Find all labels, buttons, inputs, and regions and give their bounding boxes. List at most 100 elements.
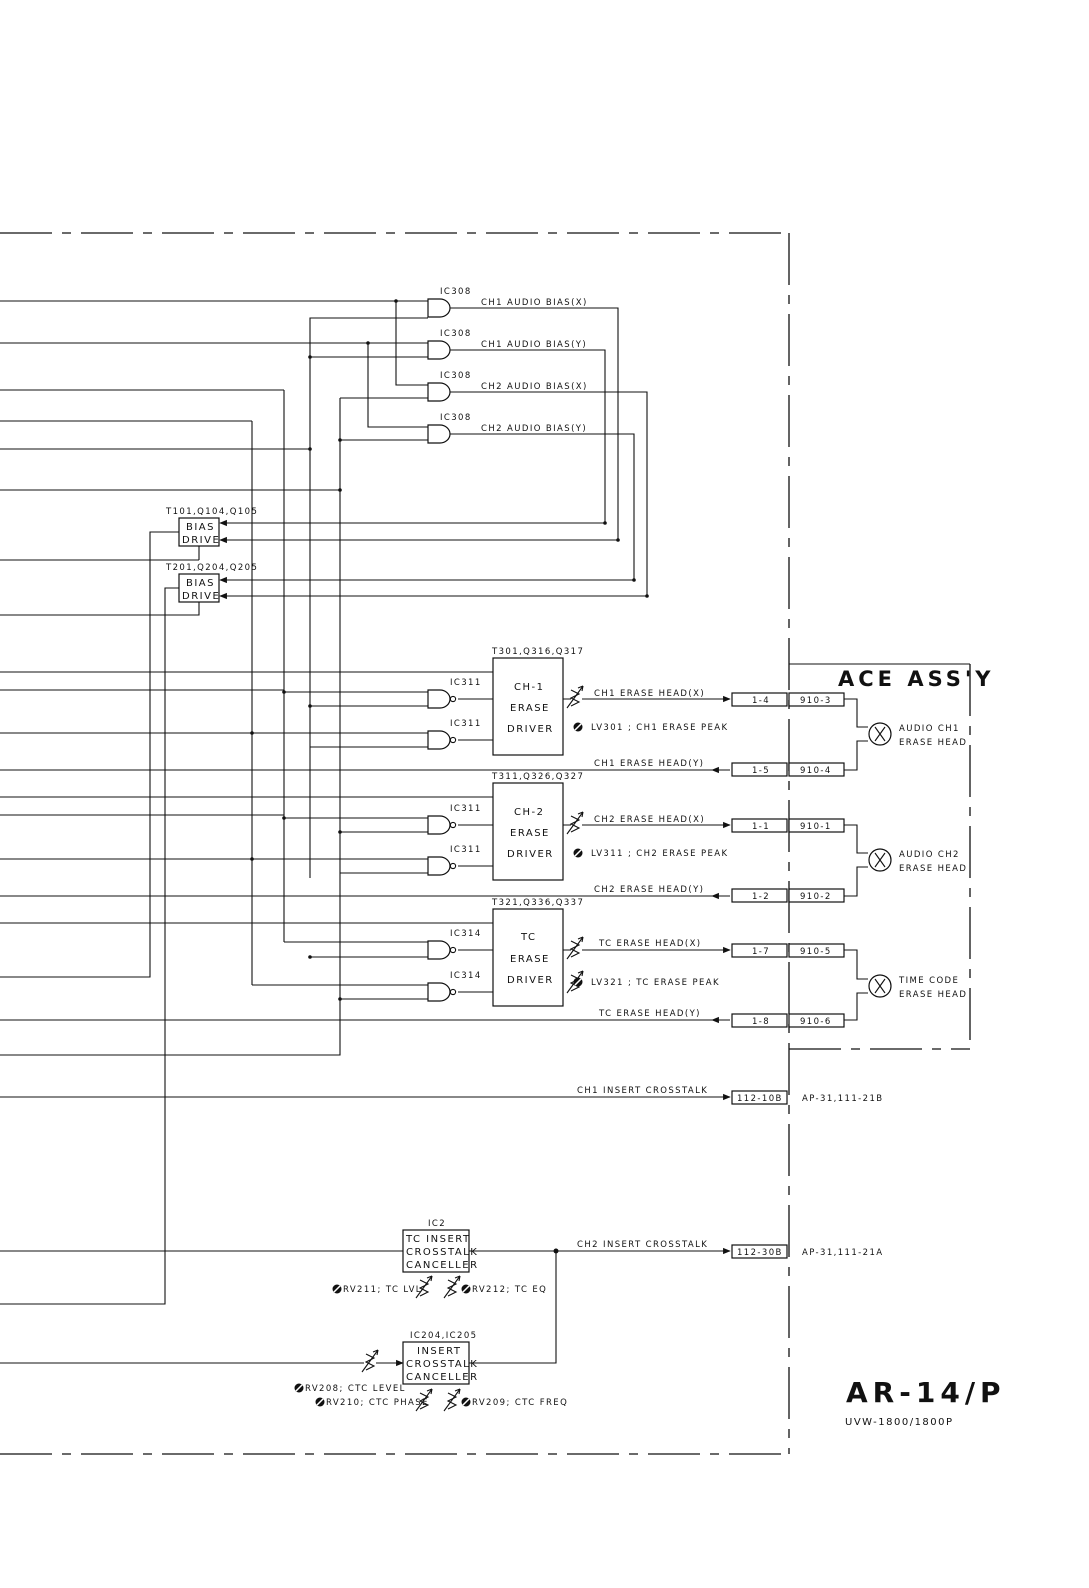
bias-drive-2-line1: BIAS [186, 578, 215, 589]
rv208-label: RV208; CTC LEVEL [305, 1384, 406, 1394]
erase-driver-ch2: T311,Q326,Q327 CH-2 ERASE DRIVER CH2 ERA… [491, 772, 730, 900]
ch2-crosstalk-label: CH2 INSERT CROSSTALK [577, 1240, 708, 1250]
conn-tc-y: 1-8 [752, 1017, 770, 1027]
erase-driver-ch1: T301,Q316,Q317 CH-1 ERASE DRIVER CH1 ERA… [491, 647, 730, 774]
insert-canceller-line3: CANCELLER [406, 1372, 479, 1383]
erase-driver-tc-line1: TC [520, 932, 537, 943]
ace-ch1-x: 910-3 [800, 696, 832, 706]
erase-driver-ch2-line2: ERASE [510, 828, 550, 839]
ace-tc-y: 910-6 [800, 1017, 832, 1027]
ic311-label-4: IC311 [450, 845, 482, 855]
erase-driver-ch1-line3: DRIVER [507, 724, 554, 735]
erase-driver-ch1-ref: T301,Q316,Q317 [491, 647, 584, 657]
ch1-crosstalk-conn: 112-10B [737, 1094, 783, 1104]
ic308-label-4: IC308 [440, 413, 472, 423]
tc-canceller-line1: TC INSERT [405, 1234, 471, 1245]
ch1-crosstalk-label: CH1 INSERT CROSSTALK [577, 1086, 708, 1096]
bias-wires [0, 299, 649, 600]
tc-head-x: TC ERASE HEAD(X) [598, 939, 702, 949]
erase-driver-tc-line2: ERASE [510, 954, 550, 965]
rv211-label: RV211; TC LVL [343, 1285, 422, 1295]
conn-ch1-x: 1-4 [752, 696, 770, 706]
bias-signal-1: CH1 AUDIO BIAS(X) [481, 298, 588, 308]
erase-driver-ch2-line1: CH-2 [514, 807, 544, 818]
time-code-erase-head-icon [868, 974, 892, 998]
ic204-205-label: IC204,IC205 [410, 1331, 477, 1341]
bias-drive-1: T101,Q104,Q105 BIAS DRIVE [0, 507, 258, 978]
ic308-gate-1 [427, 298, 451, 318]
ch2-head-label2: ERASE HEAD [899, 864, 967, 874]
ch2-head-x: CH2 ERASE HEAD(X) [594, 815, 705, 825]
erase-driver-tc-line3: DRIVER [507, 975, 554, 986]
board-title: AR-14/P [846, 1376, 1006, 1409]
erase-driver-ch1-line1: CH-1 [514, 682, 544, 693]
ic311-gates: IC311 IC311 IC311 IC311 IC314 IC314 [427, 678, 482, 1002]
tc-head-label1: TIME CODE [898, 976, 959, 986]
ic308-gate-3 [427, 382, 451, 402]
tc-adjust: LV321 ; TC ERASE PEAK [591, 978, 720, 988]
rv212-label: RV212; TC EQ [472, 1285, 547, 1295]
erase-gate-wiring [0, 390, 720, 1056]
insert-canceller-line2: CROSSTALK [406, 1359, 478, 1370]
bias-gates: IC308 IC308 IC308 IC308 CH1 AUDIO BIAS(X… [427, 287, 588, 444]
bias-drive-2-ref: T201,Q204,Q205 [165, 563, 258, 573]
ch1-head-label1: AUDIO CH1 [899, 724, 960, 734]
ace-tc-x: 910-5 [800, 947, 832, 957]
erase-driver-ch2-ref: T311,Q326,Q327 [491, 772, 584, 782]
ace-ch1-y: 910-4 [800, 766, 832, 776]
conn-ch2-x: 1-1 [752, 822, 770, 832]
model-number: UVW-1800/1800P [845, 1417, 954, 1428]
ic308-label-1: IC308 [440, 287, 472, 297]
ic308-label-2: IC308 [440, 329, 472, 339]
bias-signal-4: CH2 AUDIO BIAS(Y) [481, 424, 587, 434]
erase-driver-ch2-line3: DRIVER [507, 849, 554, 860]
bias-drive-2-line2: DRIVE [182, 591, 220, 602]
ic308-gate-2 [427, 340, 451, 360]
ace-ch2-y: 910-2 [800, 892, 832, 902]
ic311-label-1: IC311 [450, 678, 482, 688]
ic2-label: IC2 [428, 1219, 446, 1229]
ch2-crosstalk-conn: 112-30B [737, 1248, 783, 1258]
conn-tc-x: 1-7 [752, 947, 770, 957]
conn-ch2-y: 1-2 [752, 892, 770, 902]
erase-driver-ch1-line2: ERASE [510, 703, 550, 714]
tc-head-label2: ERASE HEAD [899, 990, 967, 1000]
rv209-label: RV209; CTC FREQ [472, 1398, 568, 1408]
insert-canceller-line1: INSERT [417, 1346, 461, 1357]
ch1-adjust: LV301 ; CH1 ERASE PEAK [591, 723, 728, 733]
ch2-adjust: LV311 ; CH2 ERASE PEAK [591, 849, 728, 859]
connectors: 1-4 910-3 1-5 910-4 1-1 910-1 1-2 910-2 … [731, 692, 845, 1028]
bias-drive-2: T201,Q204,Q205 BIAS DRIVE [0, 559, 258, 1305]
erase-driver-tc-ref: T321,Q336,Q337 [491, 898, 584, 908]
board-frame [0, 232, 790, 1455]
ch2-crosstalk-ref: AP-31,111-21A [802, 1248, 883, 1258]
bias-signal-2: CH1 AUDIO BIAS(Y) [481, 340, 587, 350]
tc-canceller-line2: CROSSTALK [406, 1247, 478, 1258]
conn-ch1-y: 1-5 [752, 766, 770, 776]
ace-assy-title: ACE ASS'Y [838, 667, 995, 691]
ch1-crosstalk: CH1 INSERT CROSSTALK 112-10B AP-31,111-2… [0, 1086, 883, 1105]
ch1-head-label2: ERASE HEAD [899, 738, 967, 748]
tc-head-y: TC ERASE HEAD(Y) [598, 1009, 701, 1019]
ch1-head-y: CH1 ERASE HEAD(Y) [594, 759, 704, 769]
ace-ch2-x: 910-1 [800, 822, 832, 832]
insert-canceller: IC204,IC205 INSERT CROSSTALK CANCELLER R… [0, 1251, 568, 1412]
ic308-gate-4 [427, 424, 451, 444]
bias-signal-3: CH2 AUDIO BIAS(X) [481, 382, 588, 392]
bias-drive-1-line1: BIAS [186, 522, 215, 533]
ic314-label-2: IC314 [450, 971, 482, 981]
ace-assy-frame [789, 663, 971, 1050]
erase-heads: AUDIO CH1 ERASE HEAD AUDIO CH2 ERASE HEA… [844, 698, 967, 1021]
ch1-head-x: CH1 ERASE HEAD(X) [594, 689, 705, 699]
ic308-label-3: IC308 [440, 371, 472, 381]
audio-ch1-erase-head-icon [868, 722, 892, 746]
ic311-label-2: IC311 [450, 719, 482, 729]
ch1-crosstalk-ref: AP-31,111-21B [802, 1094, 883, 1104]
ch2-head-y: CH2 ERASE HEAD(Y) [594, 885, 704, 895]
rv210-label: RV210; CTC PHASE [326, 1398, 429, 1408]
audio-ch2-erase-head-icon [868, 848, 892, 872]
ic311-label-3: IC311 [450, 804, 482, 814]
ic314-label-1: IC314 [450, 929, 482, 939]
bias-drive-1-ref: T101,Q104,Q105 [165, 507, 258, 517]
